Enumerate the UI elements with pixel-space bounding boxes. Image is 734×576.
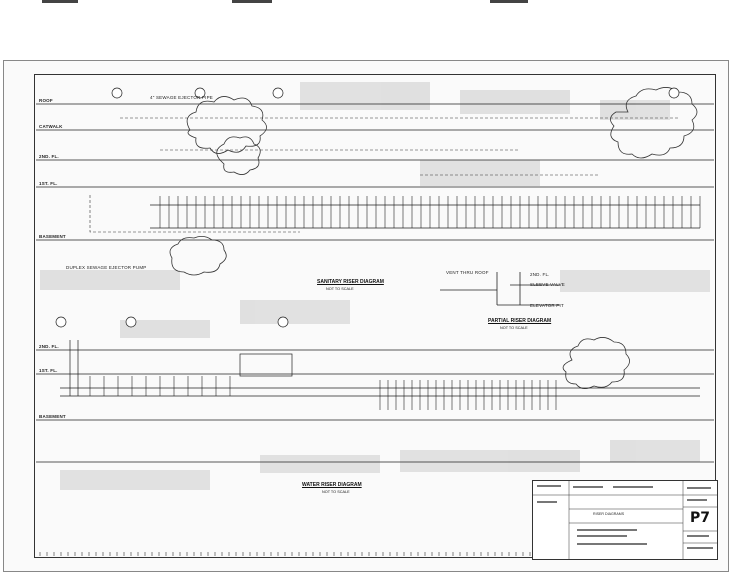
scan-mark [42,0,78,3]
note-duplex-ejector: DUPLEX SEWAGE EJECTOR PUMP [66,265,147,270]
scan-mark [232,0,272,3]
level-label-first-floor: 1ST. FL. [39,181,58,186]
water-level-first-floor: 1ST. FL. [39,368,58,373]
water-riser-scale: NOT TO SCALE [322,490,350,494]
partial-label-pit: ELEVATOR PIT [530,303,564,308]
partial-label-vent: VENT THRU ROOF [446,270,489,275]
partial-label-floor: 2ND. FL. [530,272,550,277]
note-sewage-ejector-pipe: 4" SEWAGE EJECTOR PIPE [150,95,214,100]
title-block-drawing-title: RISER DIAGRAMS [593,512,625,516]
sheet-number: P7 [690,510,711,526]
scan-mark [490,0,528,3]
water-level-basement: BASEMENT [39,414,66,419]
water-riser-title: WATER RISER DIAGRAM [302,482,362,488]
level-label-catwalk: CATWALK [39,124,63,129]
title-block: RISER DIAGRAMS P7 [532,480,718,560]
partial-label-valve: SLEEVE VALVE [530,282,566,287]
level-label-basement: BASEMENT [39,234,66,239]
level-label-second-floor: 2ND. FL. [39,154,59,159]
water-level-second-floor: 2ND. FL. [39,344,59,349]
partial-riser-title: PARTIAL RISER DIAGRAM [488,318,552,324]
partial-riser-scale: NOT TO SCALE [500,326,528,330]
sanitary-riser-title: SANITARY RISER DIAGRAM [317,279,384,285]
drawing-border [34,74,716,558]
sanitary-riser-scale: NOT TO SCALE [326,287,354,291]
level-label-roof: ROOF [39,98,53,103]
